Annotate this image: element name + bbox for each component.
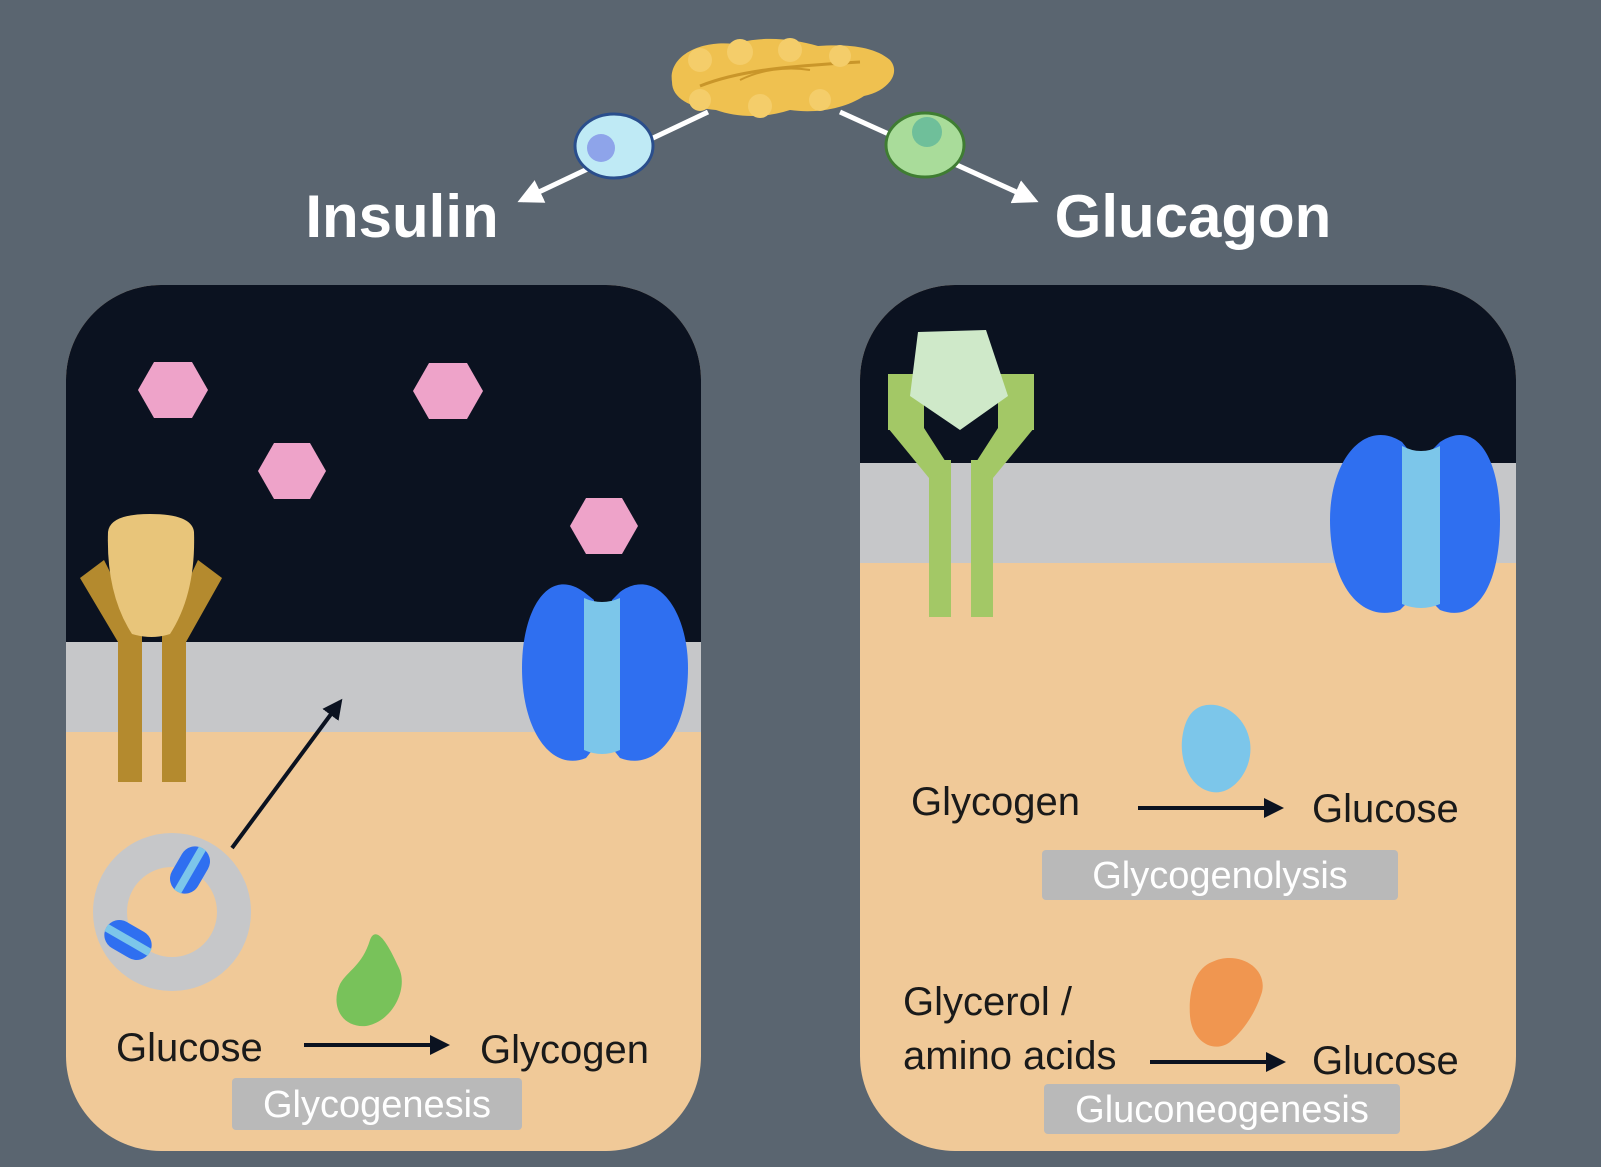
glucagon-header: Glucagon bbox=[1055, 183, 1332, 250]
beta-cell-icon bbox=[573, 112, 655, 180]
glycogenesis-process: Glycogenesis bbox=[263, 1084, 491, 1126]
gluconeogenesis-process: Gluconeogenesis bbox=[1075, 1089, 1369, 1131]
glut4-vesicle bbox=[93, 833, 251, 991]
insulin-molecule bbox=[570, 498, 638, 554]
glut-transporter bbox=[1330, 434, 1500, 613]
glucagon-receptor bbox=[888, 374, 1034, 617]
glucagon-molecule bbox=[910, 330, 1008, 430]
translocation-arrow bbox=[230, 698, 343, 850]
gluconeogenesis-label-box bbox=[1044, 1084, 1400, 1134]
pancreas-icon bbox=[671, 38, 895, 118]
insulin-receptor bbox=[80, 514, 222, 782]
glycogenesis-substrate: Glucose bbox=[116, 1026, 263, 1070]
gluconeogenesis-substrate-line1: Glycerol / bbox=[903, 980, 1073, 1024]
glycogenesis-product: Glycogen bbox=[480, 1028, 649, 1072]
glut4-transporter bbox=[522, 584, 688, 761]
glycogenolysis-substrate: Glycogen bbox=[911, 780, 1080, 824]
glycogen-synthase-enzyme bbox=[336, 934, 402, 1027]
gluconeogenesis-substrate-line2: amino acids bbox=[903, 1034, 1116, 1078]
alpha-cell-icon bbox=[884, 111, 966, 179]
insulin-molecule bbox=[413, 363, 483, 419]
gluconeogenesis-product: Glucose bbox=[1312, 1039, 1459, 1083]
insulin-molecule bbox=[258, 443, 326, 499]
insulin-header: Insulin bbox=[305, 183, 498, 250]
glycogenesis-label-box bbox=[232, 1078, 522, 1130]
glycogenolysis-label-box bbox=[1042, 850, 1398, 900]
glycogenolysis-product: Glucose bbox=[1312, 787, 1459, 831]
glucagon-cell-panel bbox=[860, 285, 1516, 1151]
gluconeogenesis-enzyme bbox=[1189, 957, 1263, 1047]
insulin-molecule bbox=[138, 362, 208, 418]
glycogen-phosphorylase-enzyme bbox=[1181, 704, 1251, 793]
glycogenolysis-process: Glycogenolysis bbox=[1092, 855, 1348, 897]
